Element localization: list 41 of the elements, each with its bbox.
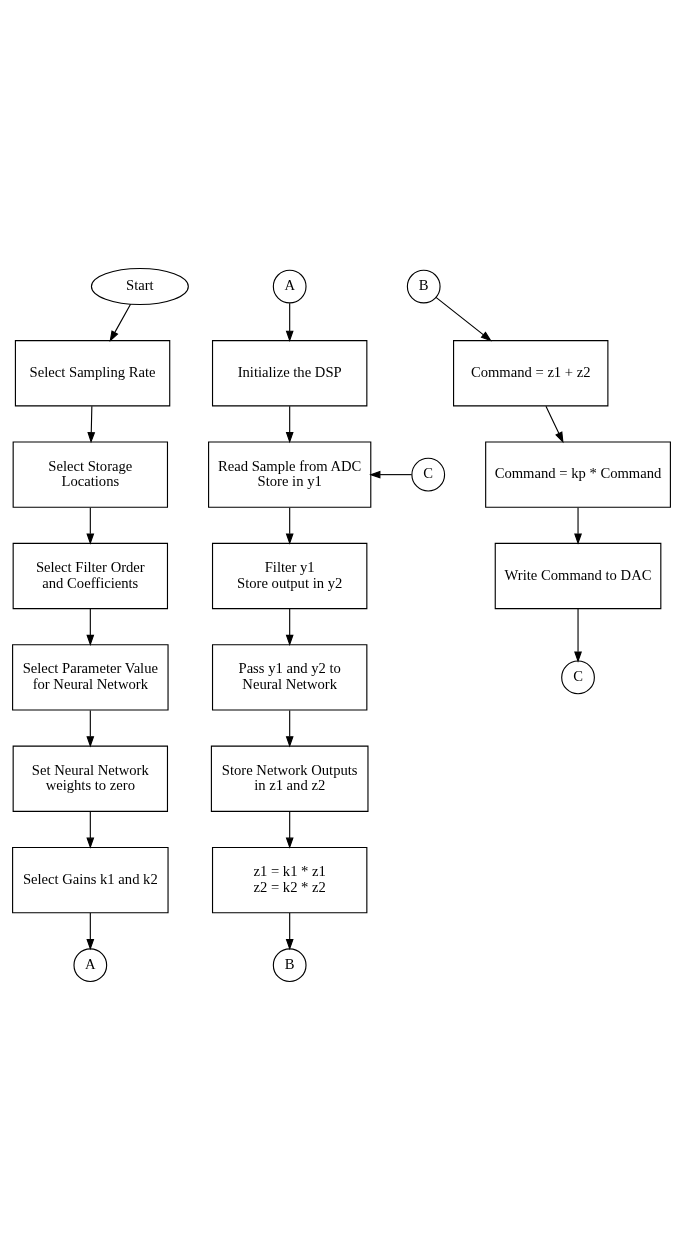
arrow [285,810,294,849]
node-box: Read Sample from ADC Store in y1 [208,440,372,508]
arrow [285,607,294,646]
arrow [87,405,96,443]
node-circle: C [411,457,446,492]
node-ellipse: Start [90,267,189,305]
arrow [545,405,564,443]
arrow [285,506,294,545]
node-circle: B [272,947,307,982]
node-box: Select Gains k1 and k2 [12,846,169,913]
arrow [86,709,95,747]
arrow [109,303,132,342]
node-box: Select Parameter Value for Neural Network [12,643,169,711]
node-box: Select Filter Order and Coefficients [12,542,169,609]
node-box: Pass y1 and y2 to Neural Network [211,643,368,711]
arrow [86,506,95,545]
node-circle: C [561,659,595,694]
node-box: Initialize the DSP [211,339,368,406]
arrow [435,296,492,341]
arrow [86,607,95,646]
arrow [369,470,413,479]
node-box: Filter y1 Store output in y2 [211,542,368,609]
node-box: Select Sampling Rate [14,339,171,406]
arrow [285,302,294,342]
arrow [285,405,294,443]
arrow [574,506,582,545]
arrow [86,911,95,950]
node-box: Command = z1 + z2 [453,339,609,406]
node-box: Write Command to DAC [494,542,662,609]
arrow [285,911,294,950]
node-circle: B [406,269,441,303]
arrow [285,709,294,747]
node-circle: A [73,947,108,982]
arrow [574,607,582,663]
node-box: Select Storage Locations [12,440,169,508]
node-box: Set Neural Network weights to zero [12,745,169,812]
arrow [86,810,95,849]
node-circle: A [272,269,307,303]
node-box: Command = kp * Command [485,440,671,508]
node-box: z1 = k1 * z1 z2 = k2 * z2 [211,846,368,913]
node-box: Store Network Outputs in z1 and z2 [210,745,369,812]
